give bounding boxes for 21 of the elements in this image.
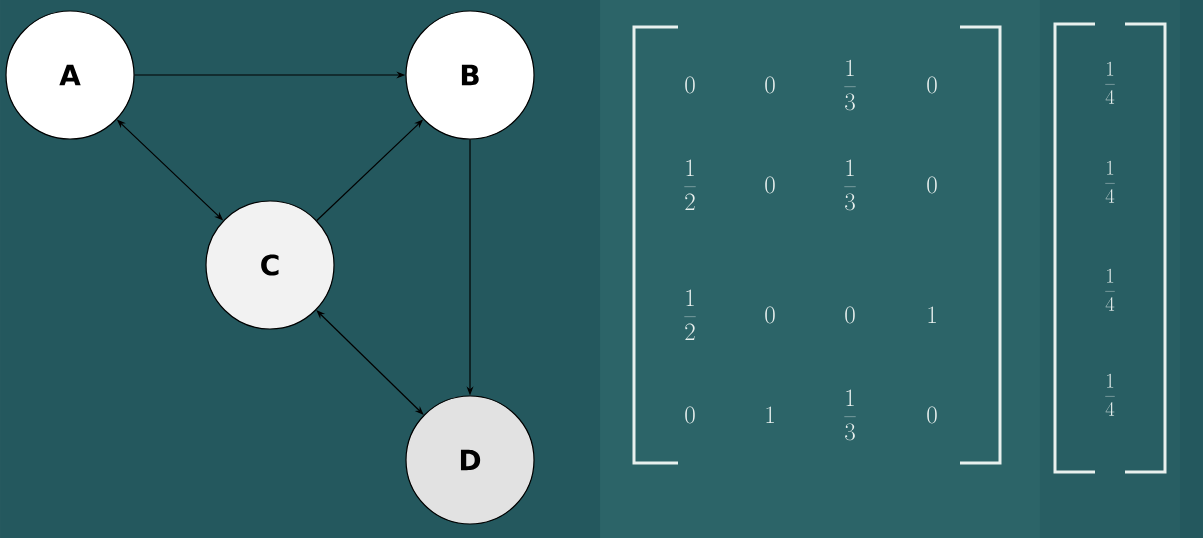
matrix-entry: $0$ [927,176,937,194]
matrix-entry: $0$ [685,76,695,94]
arrow [316,310,424,415]
matrix-entry: $0$ [845,306,855,324]
matrix-entry: $\frac{1}{2}$ [684,289,696,340]
matrix-entry: $0$ [927,406,937,424]
matrix-entry: $0$ [927,76,937,94]
matrix-entry: $1$ [928,306,936,323]
matrix-entry: $1$ [766,406,774,423]
matrix-entry: $\frac{1}{3}$ [844,59,856,111]
matrix-entry: $0$ [765,176,775,194]
matrix-entry: $\frac{1}{3}$ [844,159,856,211]
matrix-entry: $\frac{1}{4}$ [1105,373,1115,416]
matrix-entry: $0$ [765,306,775,324]
matrix-entry: $\frac{1}{2}$ [684,159,696,210]
matrix-entry: $\frac{1}{4}$ [1105,61,1115,104]
matrix-entry: $0$ [685,406,695,424]
matrix-entry: $\frac{1}{3}$ [844,389,856,441]
matrix-entry: $0$ [765,76,775,94]
matrix-entry: $\frac{1}{4}$ [1105,268,1115,311]
matrix-entry: $\frac{1}{4}$ [1105,160,1115,203]
